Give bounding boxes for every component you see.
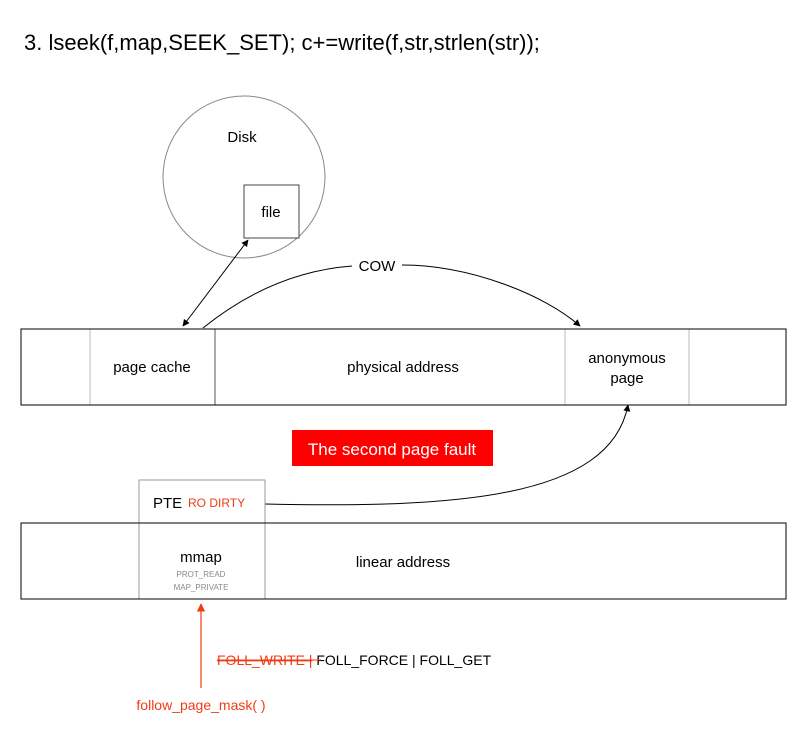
- pte-to-anonymous-arrow: [264, 404, 631, 506]
- physical-address-cell: [214, 328, 566, 406]
- file-label: file: [261, 204, 280, 221]
- page-cache-cell: [89, 328, 216, 406]
- anonymous-page-label-2: page: [610, 370, 643, 387]
- disk-label: Disk: [227, 129, 257, 146]
- function-label: follow_page_mask( ): [136, 697, 265, 713]
- physical-row-outline: [20, 328, 787, 406]
- page-cache-label: page cache: [113, 359, 191, 376]
- page-title: 3. lseek(f,map,SEEK_SET); c+=write(f,str…: [24, 30, 540, 55]
- map-private-label: MAP_PRIVATE: [174, 583, 229, 592]
- page-cache-file-arrow: [182, 239, 249, 327]
- pte-flags: RO DIRTY: [188, 496, 245, 510]
- physical-address-label: physical address: [347, 359, 459, 376]
- anonymous-page-cell: [564, 328, 690, 406]
- cow-arrow: [401, 264, 581, 327]
- mmap-cell: [138, 522, 266, 600]
- pte-label: PTE: [153, 495, 182, 512]
- second-page-fault-text: The second page fault: [308, 440, 477, 459]
- second-page-fault-banner: [292, 430, 493, 466]
- foll-flags-rest: FOLL_FORCE | FOLL_GET: [312, 652, 491, 668]
- cow-label: COW: [359, 258, 397, 275]
- linear-address-label: linear address: [356, 554, 450, 571]
- anonymous-page-label-1: anonymous: [588, 350, 666, 367]
- prot-read-label: PROT_READ: [177, 570, 226, 579]
- linear-row-outline: [20, 522, 787, 600]
- pte-box: [138, 479, 266, 524]
- file-box: [243, 184, 300, 239]
- cow-curve-left: [202, 265, 353, 329]
- mmap-label: mmap: [180, 549, 222, 566]
